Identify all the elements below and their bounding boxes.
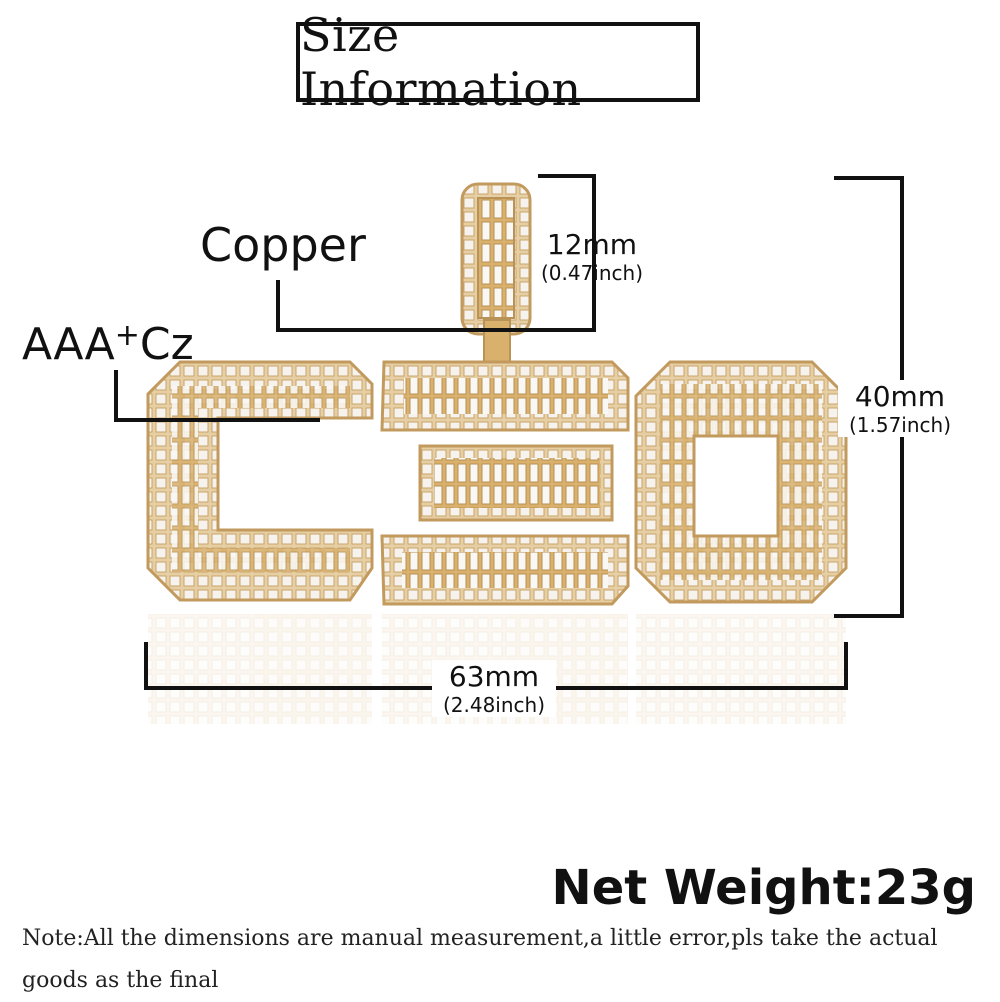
bail-dim-top — [538, 174, 596, 178]
cz-label-plus: + — [114, 318, 140, 353]
width-dim-left — [144, 642, 148, 690]
cz-label-tail: Cz — [139, 319, 194, 370]
letter-o — [634, 360, 848, 604]
page-title: Size Information — [300, 8, 582, 116]
width-dimension: 63mm (2.48inch) — [432, 660, 556, 717]
height-dim-top — [834, 176, 904, 180]
copper-label: Copper — [200, 218, 366, 272]
cz-pointer-vertical — [114, 370, 118, 422]
bail-dimension: 12mm (0.47inch) — [530, 228, 654, 285]
cz-pointer-horizontal — [114, 418, 320, 422]
width-mm: 63mm — [448, 660, 540, 693]
title-box: Size Information — [296, 8, 700, 116]
height-dim-bottom — [834, 614, 904, 618]
bail-dim-bottom — [278, 328, 596, 332]
copper-pointer — [276, 280, 280, 332]
bail-dim-vertical — [592, 174, 596, 332]
width-inch: (2.48inch) — [442, 693, 546, 717]
cz-label: AAA+Cz — [22, 318, 194, 370]
height-mm: 40mm — [854, 380, 946, 413]
measurement-note: Note:All the dimensions are manual measu… — [22, 926, 938, 993]
letter-e — [380, 360, 630, 606]
cz-label-main: AAA — [22, 319, 115, 370]
height-inch: (1.57inch) — [848, 413, 952, 437]
net-weight: Net Weight:23g — [551, 860, 976, 916]
bail — [460, 182, 532, 365]
bail-mm: 12mm — [546, 228, 638, 261]
height-dimension: 40mm (1.57inch) — [838, 380, 962, 437]
width-dim-right — [844, 642, 848, 690]
bail-inch: (0.47inch) — [540, 261, 644, 285]
letter-c — [146, 360, 374, 602]
pendant-reflection — [148, 614, 846, 724]
